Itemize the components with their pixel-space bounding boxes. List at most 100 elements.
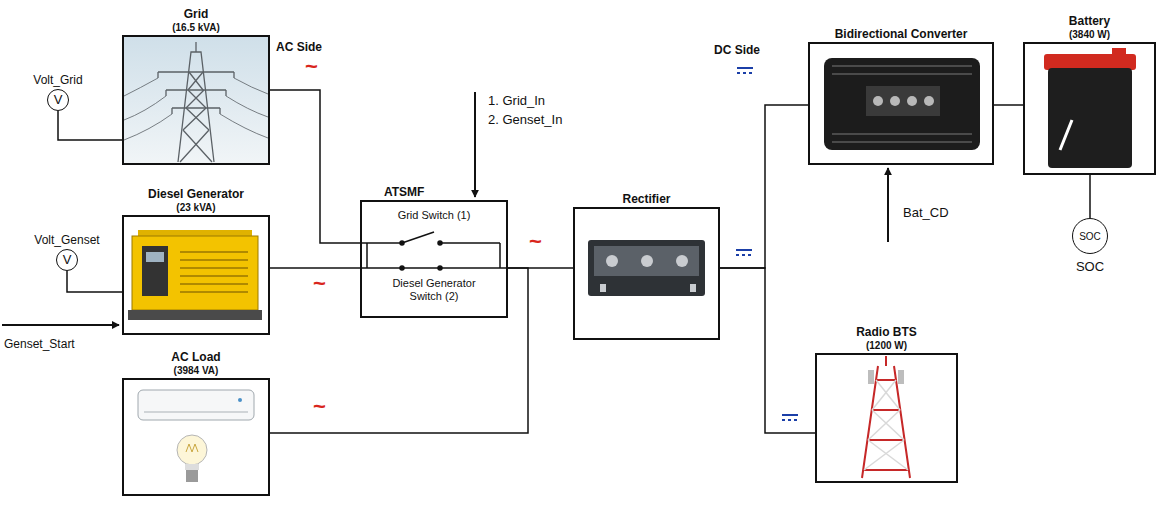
bts-tower-picture (862, 356, 910, 478)
converter-picture (890, 96, 900, 106)
battery-picture (1044, 48, 1136, 168)
box-grounds (1023, 42, 1156, 175)
node-title: Rectifier (622, 193, 670, 206)
switch-wiring (438, 266, 442, 270)
converter-box: Bidirectional Converter (808, 42, 994, 165)
node-title: (3984 VA) (171, 364, 220, 377)
dc-symbol (736, 68, 798, 420)
dc-symbol (737, 72, 753, 74)
signal-name: Genset_Start (4, 338, 75, 350)
power-wire (67, 271, 122, 292)
battery-box: Battery(3840 W) (1023, 42, 1156, 175)
dc-symbol (736, 249, 752, 251)
box-grounds (360, 200, 508, 318)
converter-picture (832, 66, 972, 142)
signal-name: 1. Grid_In (488, 94, 545, 107)
switch-wiring (400, 266, 404, 270)
dc-symbol (736, 254, 752, 256)
transfer-switch-box: ATSMFGrid Switch (1)Diesel Generator Swi… (360, 200, 508, 318)
power-tower-picture (124, 42, 268, 162)
power-wire (1089, 175, 1091, 218)
rectifier-picture (600, 284, 606, 292)
node-heading: Diesel Generator(23 kVA) (148, 188, 244, 214)
bts-tower-picture (864, 380, 908, 470)
diesel-generator-picture (142, 246, 168, 296)
battery-picture (1048, 68, 1132, 168)
converter-picture (907, 96, 917, 106)
power-tower-picture (158, 72, 234, 114)
bts-tower-picture (868, 370, 874, 384)
grid-box: Grid(16.5 kVA) (122, 35, 270, 165)
node-heading: Volt_Genset (34, 234, 99, 247)
battery-picture (1044, 54, 1136, 70)
power-wire (270, 268, 528, 433)
node-title: (3840 W) (1069, 28, 1110, 41)
signal-arrows (2, 324, 119, 326)
connector-group (58, 90, 1090, 433)
node-heading: Grid(16.5 kVA) (172, 8, 220, 34)
diesel-generator-picture (128, 310, 262, 320)
box-grounds (808, 42, 994, 165)
rectifier-picture (594, 246, 699, 276)
node-title: Volt_Grid (33, 74, 82, 87)
node-heading: ATSMF (384, 186, 424, 199)
node-title: Grid (172, 8, 220, 21)
converter-picture (824, 58, 980, 150)
converter-picture (866, 86, 940, 116)
bts-tower-picture (885, 356, 887, 366)
power-wire (720, 268, 815, 433)
node-title: Radio BTS (856, 326, 917, 339)
rectifier-box: Rectifier (573, 207, 720, 340)
rectifier-picture (676, 255, 688, 267)
converter-picture (824, 58, 980, 150)
power-tower-picture (124, 78, 268, 140)
power-tower-picture (122, 35, 270, 165)
node-caption: SOC (1076, 259, 1104, 274)
signal-name: Bat_CD (903, 206, 949, 219)
node-title: Diesel Generator (148, 188, 244, 201)
switch-wiring (402, 232, 434, 243)
diesel-generator-picture (180, 252, 248, 292)
switch-wiring (366, 243, 368, 268)
ac-load-picture (186, 470, 198, 482)
switch-wiring (360, 267, 508, 269)
box-grounds (573, 207, 720, 340)
rectifier-picture (690, 284, 696, 292)
diesel-generator-picture (132, 236, 258, 310)
signal-arrows (2, 92, 888, 325)
ac-symbol: ~ (305, 56, 318, 78)
node-heading: Bidirectional Converter (835, 28, 968, 41)
ac-load-picture (177, 435, 207, 465)
load-box: AC Load(3984 VA) (122, 378, 270, 496)
node-heading: AC Load(3984 VA) (171, 351, 220, 377)
bts-tower-picture (898, 370, 904, 384)
ac-load-picture (138, 390, 254, 420)
signal-arrows (474, 92, 476, 197)
rectifier-picture (588, 240, 705, 296)
ac-load-picture (185, 464, 199, 470)
side-label: DC Side (714, 44, 760, 56)
bts-tower-picture (862, 366, 910, 478)
diesel-generator-picture (146, 252, 164, 262)
dc-symbol (782, 414, 798, 416)
power-tower-picture (180, 72, 212, 162)
box-grounds (122, 215, 270, 335)
box-grounds (815, 353, 958, 483)
rectifier-picture (641, 255, 653, 267)
node-heading: Battery(3840 W) (1069, 15, 1110, 41)
converter-picture (832, 66, 972, 142)
switch-wiring (440, 242, 500, 244)
ac-load-picture (238, 398, 242, 402)
soc-circle: SOCSOC (1072, 218, 1108, 254)
side-label: AC Side (276, 41, 322, 53)
ac-load-picture (144, 411, 248, 413)
signal-arrows (887, 168, 889, 242)
node-heading: Volt_Grid (33, 74, 82, 87)
node-text: V (54, 93, 63, 107)
power-tower-picture (158, 72, 234, 108)
diesel-generator-picture (128, 230, 262, 320)
node-title: AC Load (171, 351, 220, 364)
converter-picture (873, 96, 883, 106)
voltmeter-circle: Volt_GridV (47, 89, 69, 111)
ac-symbol: ~ (529, 231, 542, 253)
